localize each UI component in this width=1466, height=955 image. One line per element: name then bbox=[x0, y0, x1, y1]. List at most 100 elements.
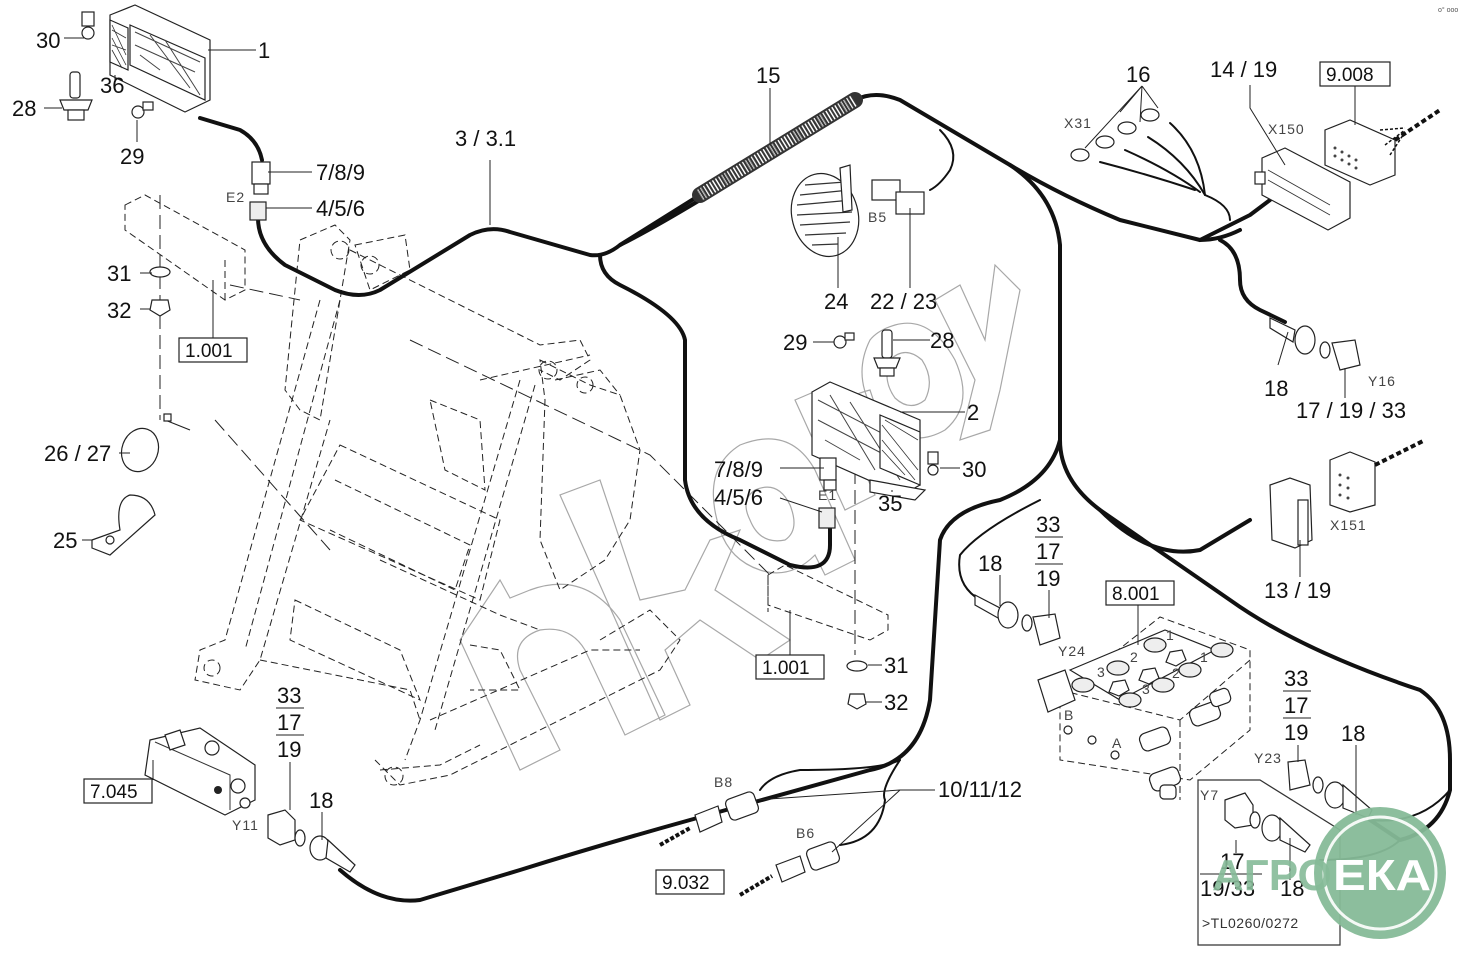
control-valve-block bbox=[1037, 616, 1251, 800]
callout-26-27: 26 / 27 bbox=[44, 441, 111, 466]
svg-text:17: 17 bbox=[277, 710, 301, 735]
bulb-30-mid bbox=[927, 451, 939, 476]
callout-7-8-9-top: 7/8/9 bbox=[316, 160, 365, 185]
callout-13-19: 13 / 19 bbox=[1264, 578, 1331, 603]
corner-code: o° ooo bbox=[1438, 6, 1458, 14]
bulb-28-left bbox=[59, 71, 93, 121]
connector-e1-socket bbox=[818, 507, 836, 529]
callout-28-mid: 28 bbox=[930, 328, 954, 353]
callout-25: 25 bbox=[53, 528, 77, 553]
work-lamp-1 bbox=[109, 4, 211, 113]
label-y16: Y16 bbox=[1368, 373, 1396, 389]
logo-text-left: АГРО bbox=[1212, 851, 1332, 900]
solenoid-plug-y24 bbox=[974, 594, 1061, 646]
svg-text:33: 33 bbox=[1036, 512, 1060, 537]
svg-text:8.001: 8.001 bbox=[1112, 584, 1160, 605]
svg-text:19: 19 bbox=[1036, 566, 1060, 591]
label-b8: B8 bbox=[714, 774, 733, 790]
callout-fraction-y23: 33 17 19 bbox=[1283, 666, 1311, 745]
svg-text:33: 33 bbox=[1284, 666, 1308, 691]
solenoid-plug-y11 bbox=[267, 809, 356, 873]
callout-30-mid: 30 bbox=[962, 457, 986, 482]
ref-box-1001-left[interactable]: 1.001 bbox=[178, 337, 248, 363]
callout-36: 36 bbox=[100, 73, 124, 98]
label-y23: Y23 bbox=[1254, 750, 1282, 766]
label-valve-b: B bbox=[1064, 707, 1074, 723]
ref-box-9032[interactable]: 9.032 bbox=[655, 869, 725, 895]
label-b5: B5 bbox=[868, 209, 887, 225]
svg-text:33: 33 bbox=[277, 683, 301, 708]
callout-fraction-y7: 17 19/33 bbox=[1200, 849, 1262, 901]
callout-18-y16: 18 bbox=[1264, 376, 1288, 401]
horn bbox=[790, 164, 860, 258]
bracket-left bbox=[124, 194, 246, 317]
solenoid-plug-y23 bbox=[1287, 759, 1373, 819]
label-e1: E1 bbox=[818, 487, 837, 503]
connector-e2-plug bbox=[251, 161, 271, 195]
label-x150: X150 bbox=[1268, 121, 1305, 137]
ref-box-8001[interactable]: 8.001 bbox=[1105, 580, 1175, 606]
label-port-2b: 2 bbox=[1172, 665, 1181, 681]
callout-31-mid: 31 bbox=[884, 653, 908, 678]
callout-32-mid: 32 bbox=[884, 690, 908, 715]
callout-16: 16 bbox=[1126, 62, 1150, 87]
svg-text:19/33: 19/33 bbox=[1200, 876, 1255, 901]
svg-text:7.045: 7.045 bbox=[90, 782, 138, 803]
callout-14-19: 14 / 19 bbox=[1210, 57, 1277, 82]
relay-b5-a bbox=[871, 179, 901, 201]
bulb-28-mid bbox=[873, 329, 901, 377]
svg-text:19: 19 bbox=[1284, 720, 1308, 745]
label-y7: Y7 bbox=[1200, 787, 1219, 803]
label-port-3a: 3 bbox=[1097, 664, 1106, 680]
label-x151: X151 bbox=[1330, 517, 1367, 533]
label-x31: X31 bbox=[1064, 115, 1092, 131]
cable-tie bbox=[120, 413, 191, 473]
bulb-30-left bbox=[81, 11, 95, 40]
valve-ports bbox=[1071, 637, 1234, 708]
callout-18-y7: 18 bbox=[1280, 876, 1304, 901]
ref-box-9008[interactable]: 9.008 bbox=[1319, 61, 1391, 87]
loader-frame bbox=[159, 195, 856, 786]
connector-x150 bbox=[1254, 147, 1351, 231]
svg-text:17: 17 bbox=[1220, 849, 1244, 874]
callout-3-3-1: 3 / 3.1 bbox=[455, 126, 516, 151]
callout-1: 1 bbox=[258, 38, 270, 63]
callout-2: 2 bbox=[967, 400, 979, 425]
callout-29-mid: 29 bbox=[783, 330, 807, 355]
connector-9008 bbox=[1324, 108, 1442, 186]
logo-text-right: ЕКА bbox=[1333, 851, 1431, 900]
callout-fraction-y24: 33 17 19 bbox=[1035, 512, 1063, 591]
bracket-mid bbox=[767, 564, 889, 710]
callout-29-left: 29 bbox=[120, 144, 144, 169]
solenoid-plug-y16 bbox=[1269, 317, 1361, 371]
sensor-b8 bbox=[659, 791, 760, 847]
work-lamp-2 bbox=[811, 381, 927, 501]
callout-4-5-6-top: 4/5/6 bbox=[316, 196, 365, 221]
callout-7-8-9-mid: 7/8/9 bbox=[714, 457, 763, 482]
ref-box-1001-mid[interactable]: 1.001 bbox=[755, 654, 825, 680]
inset-note: >TL0260/0272 bbox=[1202, 915, 1299, 931]
callout-30-left: 30 bbox=[36, 28, 60, 53]
callout-31-left: 31 bbox=[107, 261, 131, 286]
callout-10-11-12: 10/11/12 bbox=[938, 777, 1022, 802]
bulb-holder-29-mid bbox=[833, 332, 855, 349]
callout-17-19-33: 17 / 19 / 33 bbox=[1296, 398, 1406, 423]
svg-text:9.032: 9.032 bbox=[662, 873, 710, 894]
p-clip-clamp bbox=[91, 494, 156, 556]
leader-lines bbox=[44, 37, 1357, 880]
svg-text:9.008: 9.008 bbox=[1326, 65, 1374, 86]
callout-18-y11: 18 bbox=[309, 788, 333, 813]
valve-solenoids bbox=[1138, 687, 1232, 800]
callout-4-5-6-mid: 4/5/6 bbox=[714, 485, 763, 510]
protective-coil-spring bbox=[692, 92, 863, 203]
callout-22-23: 22 / 23 bbox=[870, 289, 937, 314]
callout-18-y23: 18 bbox=[1341, 721, 1365, 746]
connector-e2-socket bbox=[249, 201, 267, 221]
ref-box-7045[interactable]: 7.045 bbox=[83, 778, 153, 804]
connector-x151-mate bbox=[1329, 438, 1426, 513]
callout-18-y24: 18 bbox=[978, 551, 1002, 576]
callout-fraction-y11: 33 17 19 bbox=[276, 683, 304, 762]
valve-7045 bbox=[144, 727, 256, 816]
label-port-2a: 2 bbox=[1130, 649, 1139, 665]
